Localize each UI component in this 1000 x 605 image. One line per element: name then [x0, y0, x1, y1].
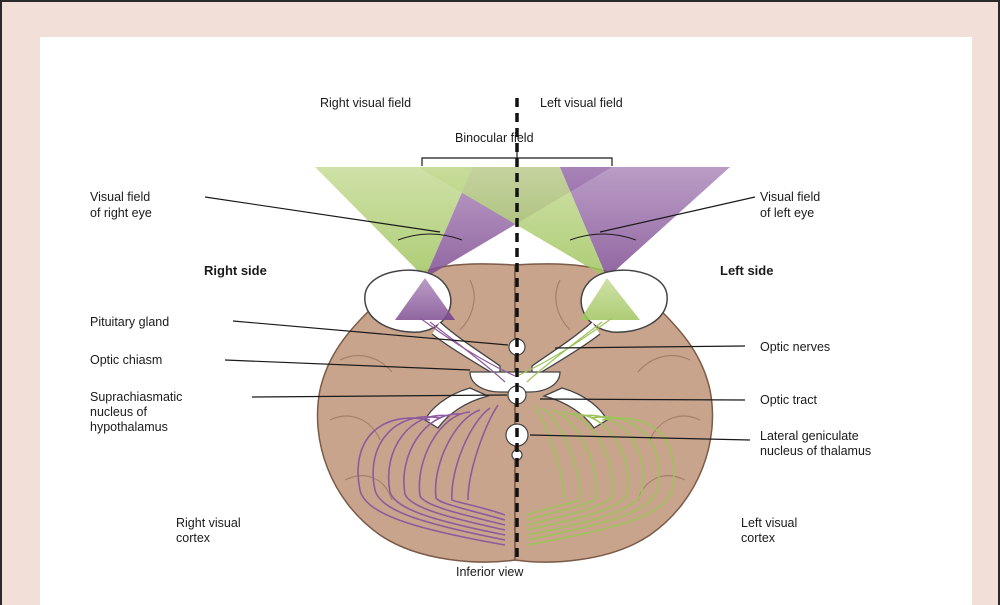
- label-binocular-field: Binocular field: [455, 131, 534, 145]
- label-visual-field-right-eye-1: Visual field: [90, 190, 150, 204]
- label-right-visual-cortex-2: cortex: [176, 531, 211, 545]
- label-visual-field-left-eye-2: of left eye: [760, 206, 814, 220]
- label-optic-nerves: Optic nerves: [760, 340, 830, 354]
- label-optic-tract: Optic tract: [760, 393, 817, 407]
- label-left-side: Left side: [720, 263, 773, 278]
- label-suprachiasmatic-2: nucleus of: [90, 405, 148, 419]
- label-suprachiasmatic-1: Suprachiasmatic: [90, 390, 182, 404]
- label-right-visual-field: Right visual field: [320, 96, 411, 110]
- label-left-visual-field: Left visual field: [540, 96, 623, 110]
- label-lgn-2: nucleus of thalamus: [760, 444, 871, 458]
- label-suprachiasmatic-3: hypothalamus: [90, 420, 168, 434]
- label-visual-field-right-eye-2: of right eye: [90, 206, 152, 220]
- label-lgn-1: Lateral geniculate: [760, 429, 859, 443]
- label-inferior-view: Inferior view: [456, 565, 524, 579]
- label-right-visual-cortex-1: Right visual: [176, 516, 241, 530]
- label-left-visual-cortex-1: Left visual: [741, 516, 797, 530]
- label-pituitary-gland: Pituitary gland: [90, 315, 169, 329]
- label-right-side: Right side: [204, 263, 267, 278]
- label-optic-chiasm: Optic chiasm: [90, 353, 162, 367]
- label-visual-field-left-eye-1: Visual field: [760, 190, 820, 204]
- label-left-visual-cortex-2: cortex: [741, 531, 776, 545]
